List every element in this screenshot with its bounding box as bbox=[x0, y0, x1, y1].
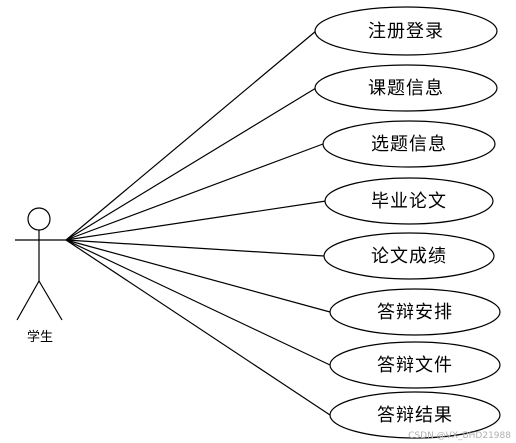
association-line-6 bbox=[65, 239, 331, 313]
use-case-label: 答辩文件 bbox=[377, 355, 453, 376]
association-lines bbox=[65, 30, 331, 416]
association-line-5 bbox=[65, 239, 325, 257]
association-line-1 bbox=[65, 30, 317, 241]
use-case-label: 答辩安排 bbox=[377, 302, 453, 323]
use-case-label: 论文成绩 bbox=[371, 246, 447, 267]
use-case-label: 注册登录 bbox=[368, 21, 444, 42]
use-case-label: 课题信息 bbox=[368, 78, 444, 99]
use-case-defense-schedule: 答辩安排 bbox=[329, 288, 501, 336]
use-case-thesis: 毕业论文 bbox=[324, 177, 494, 225]
use-case-defense-result: 答辩结果 bbox=[329, 391, 501, 439]
actor-right-leg bbox=[38, 280, 63, 321]
actor-head bbox=[27, 207, 51, 231]
use-case-thesis-grade: 论文成绩 bbox=[323, 232, 495, 280]
use-case-selection-info: 选题信息 bbox=[322, 120, 496, 168]
association-line-3 bbox=[65, 143, 324, 241]
use-case-label: 毕业论文 bbox=[371, 191, 447, 212]
use-case-topic-info: 课题信息 bbox=[314, 64, 498, 112]
actor-student bbox=[15, 207, 66, 321]
association-line-7 bbox=[65, 239, 331, 366]
association-line-4 bbox=[65, 200, 327, 241]
actor-left-leg bbox=[16, 280, 40, 321]
association-line-2 bbox=[65, 87, 317, 241]
use-case-register-login: 注册登录 bbox=[314, 6, 498, 56]
use-case-label: 选题信息 bbox=[371, 134, 447, 155]
actor-label: 学生 bbox=[27, 329, 53, 345]
use-case-defense-files: 答辩文件 bbox=[329, 341, 501, 389]
use-case-label: 答辩结果 bbox=[377, 405, 453, 426]
association-line-8 bbox=[65, 239, 331, 416]
watermark-text: CSDN @VX_BHD21988 bbox=[408, 431, 511, 441]
